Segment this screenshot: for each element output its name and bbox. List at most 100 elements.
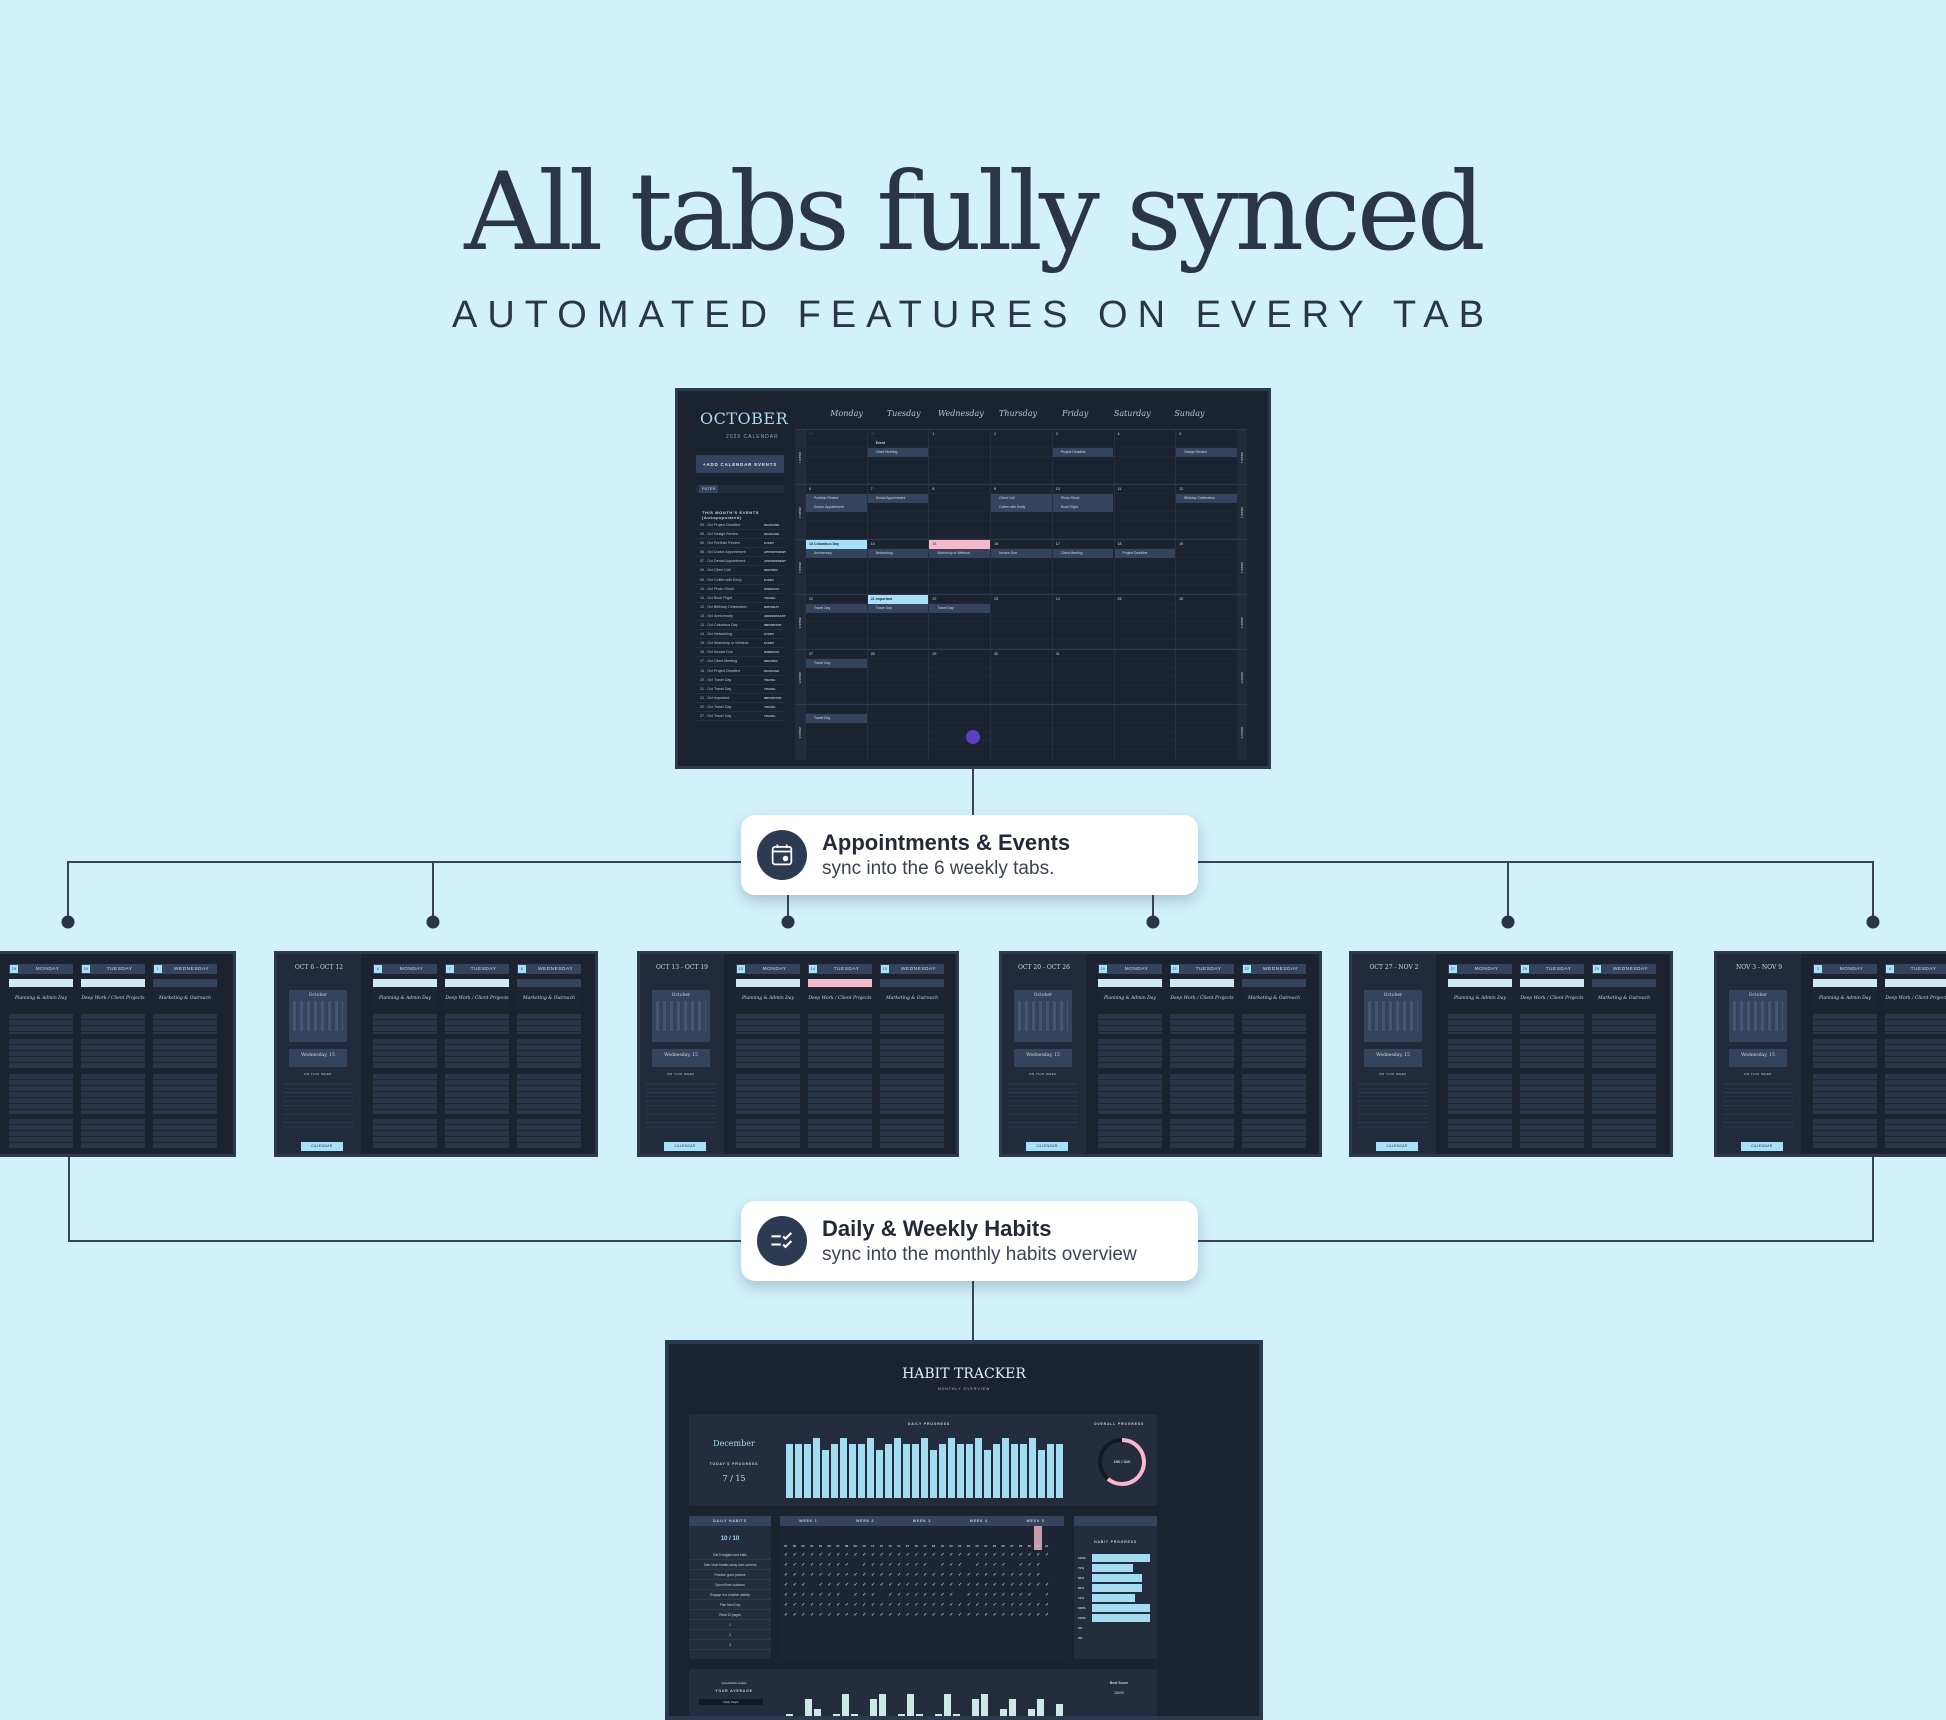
check-mark[interactable]: ✓ xyxy=(853,1552,858,1558)
check-mark[interactable]: ✓ xyxy=(844,1582,850,1588)
schedule-block[interactable] xyxy=(1448,1039,1512,1069)
check-mark[interactable]: ✓ xyxy=(1036,1572,1041,1578)
check-mark[interactable]: ✓ xyxy=(888,1602,893,1608)
check-mark[interactable]: ✓ xyxy=(992,1612,997,1618)
week-tab-link[interactable]: WEEK 4 xyxy=(1237,595,1247,650)
schedule-block[interactable] xyxy=(373,1119,437,1149)
check-mark[interactable]: ✓ xyxy=(914,1602,919,1608)
check-mark[interactable]: ✓ xyxy=(1027,1592,1032,1598)
calendar-day[interactable]: 19 xyxy=(1175,540,1237,595)
schedule-block[interactable] xyxy=(880,1039,944,1069)
check-mark[interactable]: ✓ xyxy=(801,1572,806,1578)
check-mark[interactable]: ✓ xyxy=(871,1572,876,1578)
schedule-block[interactable] xyxy=(1520,1014,1584,1034)
check-mark[interactable]: ✓ xyxy=(1036,1552,1041,1558)
schedule-block[interactable] xyxy=(1448,1154,1512,1157)
check-mark[interactable]: ✓ xyxy=(827,1592,832,1598)
schedule-block[interactable] xyxy=(1520,1039,1584,1069)
check-mark[interactable]: ✓ xyxy=(897,1602,902,1608)
check-mark[interactable]: ✓ xyxy=(1010,1572,1015,1578)
check-mark[interactable]: ✓ xyxy=(888,1582,893,1588)
calendar-button[interactable]: CALENDAR xyxy=(664,1142,706,1151)
check-mark[interactable]: ✓ xyxy=(801,1582,806,1588)
schedule-block[interactable] xyxy=(808,1039,872,1069)
calendar-event[interactable]: Portfolio Review xyxy=(806,494,867,503)
check-mark[interactable]: ✓ xyxy=(984,1612,989,1618)
check-mark[interactable]: ✓ xyxy=(888,1562,893,1568)
check-mark[interactable]: ✓ xyxy=(1001,1552,1006,1558)
check-mark[interactable]: ✓ xyxy=(792,1572,797,1578)
check-mark[interactable]: ✓ xyxy=(844,1612,850,1618)
check-mark[interactable]: ✓ xyxy=(966,1552,971,1558)
schedule-block[interactable] xyxy=(1170,1154,1234,1157)
check-mark[interactable]: ✓ xyxy=(984,1602,989,1608)
calendar-day[interactable]: 24 xyxy=(1051,595,1114,650)
schedule-block[interactable] xyxy=(808,1074,872,1114)
schedule-block[interactable] xyxy=(9,1074,73,1114)
calendar-event[interactable]: Dental Appointment xyxy=(867,494,929,503)
schedule-block[interactable] xyxy=(517,1039,581,1069)
check-mark[interactable]: ✓ xyxy=(836,1602,841,1608)
check-mark[interactable]: ✓ xyxy=(810,1572,815,1578)
check-mark[interactable]: ✓ xyxy=(984,1562,989,1568)
check-mark[interactable]: ✓ xyxy=(1045,1612,1050,1618)
check-mark[interactable]: ✓ xyxy=(862,1582,867,1588)
check-mark[interactable]: ✓ xyxy=(1010,1602,1015,1608)
check-mark[interactable]: ✓ xyxy=(905,1572,910,1578)
check-mark[interactable]: ✓ xyxy=(914,1562,919,1568)
check-mark[interactable]: ✓ xyxy=(992,1572,997,1578)
check-mark[interactable]: ✓ xyxy=(836,1592,841,1598)
schedule-block[interactable] xyxy=(81,1074,145,1114)
schedule-block[interactable] xyxy=(1098,1119,1162,1149)
schedule-block[interactable] xyxy=(153,1039,217,1069)
check-mark[interactable]: ✓ xyxy=(827,1552,832,1558)
check-mark[interactable]: ✓ xyxy=(897,1582,902,1588)
check-mark[interactable]: ✓ xyxy=(949,1562,954,1568)
check-mark[interactable]: ✓ xyxy=(1010,1592,1015,1598)
schedule-block[interactable] xyxy=(1098,1074,1162,1114)
calendar-day[interactable]: 11 xyxy=(1113,485,1176,540)
schedule-block[interactable] xyxy=(517,1154,581,1157)
check-mark[interactable]: ✓ xyxy=(949,1552,954,1558)
check-mark[interactable]: ✓ xyxy=(958,1602,963,1608)
check-mark[interactable]: ✓ xyxy=(975,1592,980,1598)
schedule-block[interactable] xyxy=(1813,1074,1877,1114)
schedule-block[interactable] xyxy=(1098,1154,1162,1157)
check-mark[interactable]: ✓ xyxy=(853,1592,858,1598)
check-mark[interactable]: ✓ xyxy=(888,1592,893,1598)
check-mark[interactable]: ✓ xyxy=(879,1552,884,1558)
check-mark[interactable]: ✓ xyxy=(905,1602,910,1608)
schedule-block[interactable] xyxy=(880,1074,944,1114)
check-mark[interactable]: ✓ xyxy=(992,1602,997,1608)
check-mark[interactable]: ✓ xyxy=(975,1552,980,1558)
check-mark[interactable]: ✓ xyxy=(853,1612,858,1618)
check-mark[interactable]: ✓ xyxy=(784,1562,789,1568)
check-mark[interactable]: ✓ xyxy=(792,1582,797,1588)
schedule-block[interactable] xyxy=(1813,1014,1877,1034)
check-mark[interactable]: ✓ xyxy=(879,1582,884,1588)
schedule-block[interactable] xyxy=(9,1039,73,1069)
schedule-block[interactable] xyxy=(445,1119,509,1149)
check-mark[interactable]: ✓ xyxy=(931,1582,937,1588)
check-mark[interactable]: ✓ xyxy=(1001,1572,1006,1578)
check-mark[interactable]: ✓ xyxy=(1027,1552,1032,1558)
check-mark[interactable]: ✓ xyxy=(1018,1552,1024,1558)
calendar-day[interactable]: 25 xyxy=(1113,595,1176,650)
schedule-block[interactable] xyxy=(517,1014,581,1034)
check-mark[interactable]: ✓ xyxy=(923,1562,928,1568)
check-mark[interactable]: ✓ xyxy=(975,1572,980,1578)
week-label[interactable]: WEEK 1 xyxy=(795,430,805,485)
check-mark[interactable]: ✓ xyxy=(975,1562,980,1568)
week-label[interactable]: WEEK 2 xyxy=(795,485,805,540)
